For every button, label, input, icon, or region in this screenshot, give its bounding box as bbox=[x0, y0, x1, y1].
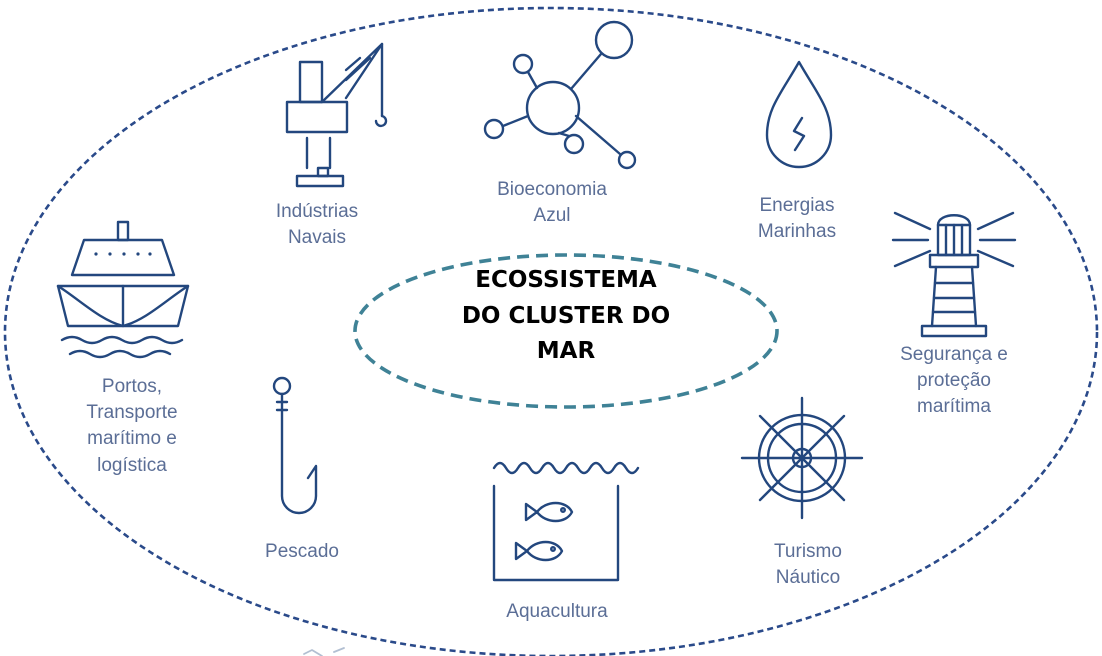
label-line: logística bbox=[97, 454, 167, 476]
label-line: Náutico bbox=[775, 567, 841, 589]
label-aquacultura: Aquacultura bbox=[482, 599, 632, 625]
label-line: Portos, bbox=[101, 376, 163, 397]
ship-wheel-icon bbox=[740, 396, 864, 520]
label-line: Energias bbox=[759, 195, 835, 216]
ship-icon bbox=[56, 220, 190, 359]
label-line: Transporte bbox=[86, 402, 178, 424]
center-title-line-2: DO CLUSTER DO bbox=[461, 302, 671, 329]
center-title-line-3: MAR bbox=[536, 338, 596, 365]
water-drop-icon bbox=[765, 60, 833, 169]
fish-tank-icon bbox=[492, 461, 640, 582]
label-line: Navais bbox=[287, 227, 347, 249]
label-line: Marinhas bbox=[757, 221, 837, 243]
label-turismo-nautico: Turismo Náutico bbox=[748, 539, 868, 591]
label-line: Segurança e bbox=[900, 344, 1008, 365]
label-line: Aquacultura bbox=[506, 601, 608, 622]
label-pescado: Pescado bbox=[242, 539, 362, 565]
label-industrias-navais: Indústrias Navais bbox=[252, 199, 382, 251]
outer-ellipse bbox=[3, 6, 1099, 656]
label-line: Indústrias bbox=[275, 201, 359, 222]
crane-icon bbox=[285, 42, 388, 188]
label-seguranca-protecao: Segurança e proteção marítima bbox=[884, 342, 1024, 421]
label-bioeconomia-azul: Bioeconomia Azul bbox=[482, 177, 622, 229]
label-line: Turismo bbox=[774, 541, 842, 562]
partial-icon-bottom bbox=[303, 647, 345, 656]
center-title-line-1: ECOSSISTEMA bbox=[475, 267, 657, 293]
label-line: Bioeconomia bbox=[497, 179, 607, 200]
fishing-hook-icon bbox=[272, 376, 318, 515]
label-line: marítimo e bbox=[87, 428, 177, 450]
label-portos-transporte: Portos, Transporte marítimo e logística bbox=[62, 374, 202, 479]
label-line: marítima bbox=[917, 396, 991, 418]
label-line: proteção bbox=[917, 370, 991, 392]
label-energias-marinhas: Energias Marinhas bbox=[732, 193, 862, 245]
center-ellipse bbox=[353, 253, 779, 409]
label-line: Pescado bbox=[265, 541, 339, 562]
center-title: ECOSSISTEMA DO CLUSTER DO MAR bbox=[430, 263, 702, 370]
lighthouse-icon bbox=[891, 211, 1017, 338]
molecule-network-icon bbox=[483, 20, 637, 170]
label-line: Azul bbox=[533, 205, 571, 227]
